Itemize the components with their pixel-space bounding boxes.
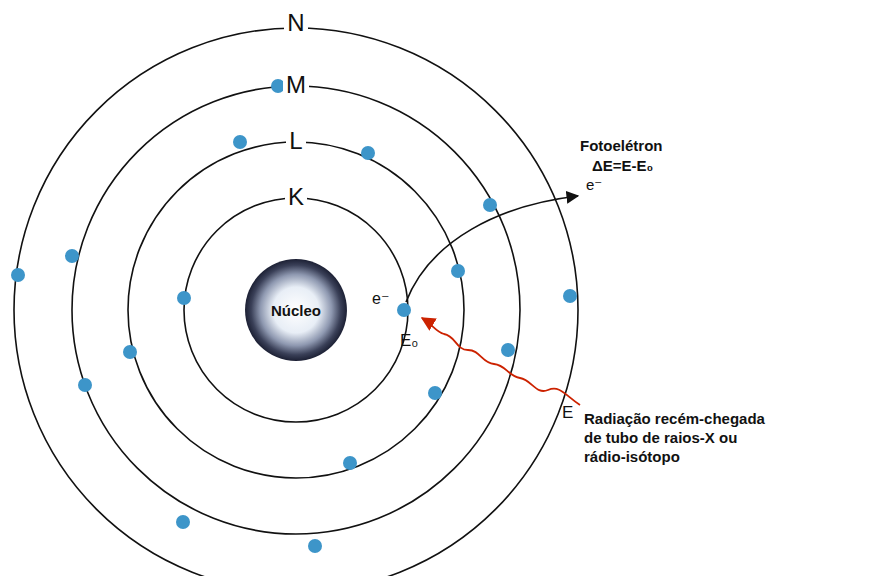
shell-label: M xyxy=(283,72,309,98)
electrons xyxy=(11,79,577,553)
incoming-radiation xyxy=(422,318,580,405)
radiation-note: Radiação recém-chegada de tubo de raios-… xyxy=(584,410,770,466)
shell-label: L xyxy=(286,128,305,154)
nucleus-circle: Núcleo xyxy=(244,258,348,362)
radiation-energy: E xyxy=(562,404,573,423)
electron-shells xyxy=(14,28,578,576)
binding-energy: E₀ xyxy=(400,332,418,351)
shell-label: K xyxy=(285,184,307,210)
nucleus-label: Núcleo xyxy=(271,302,321,319)
energy-equation: ΔE=E-E₀ xyxy=(592,158,653,175)
electron-symbol: e⁻ xyxy=(372,290,389,308)
photoelectron-path xyxy=(406,196,578,302)
shell-label: N xyxy=(284,10,307,36)
photoelectron-title: Fotoelétron xyxy=(580,138,663,155)
electron-symbol: e⁻ xyxy=(586,177,602,194)
